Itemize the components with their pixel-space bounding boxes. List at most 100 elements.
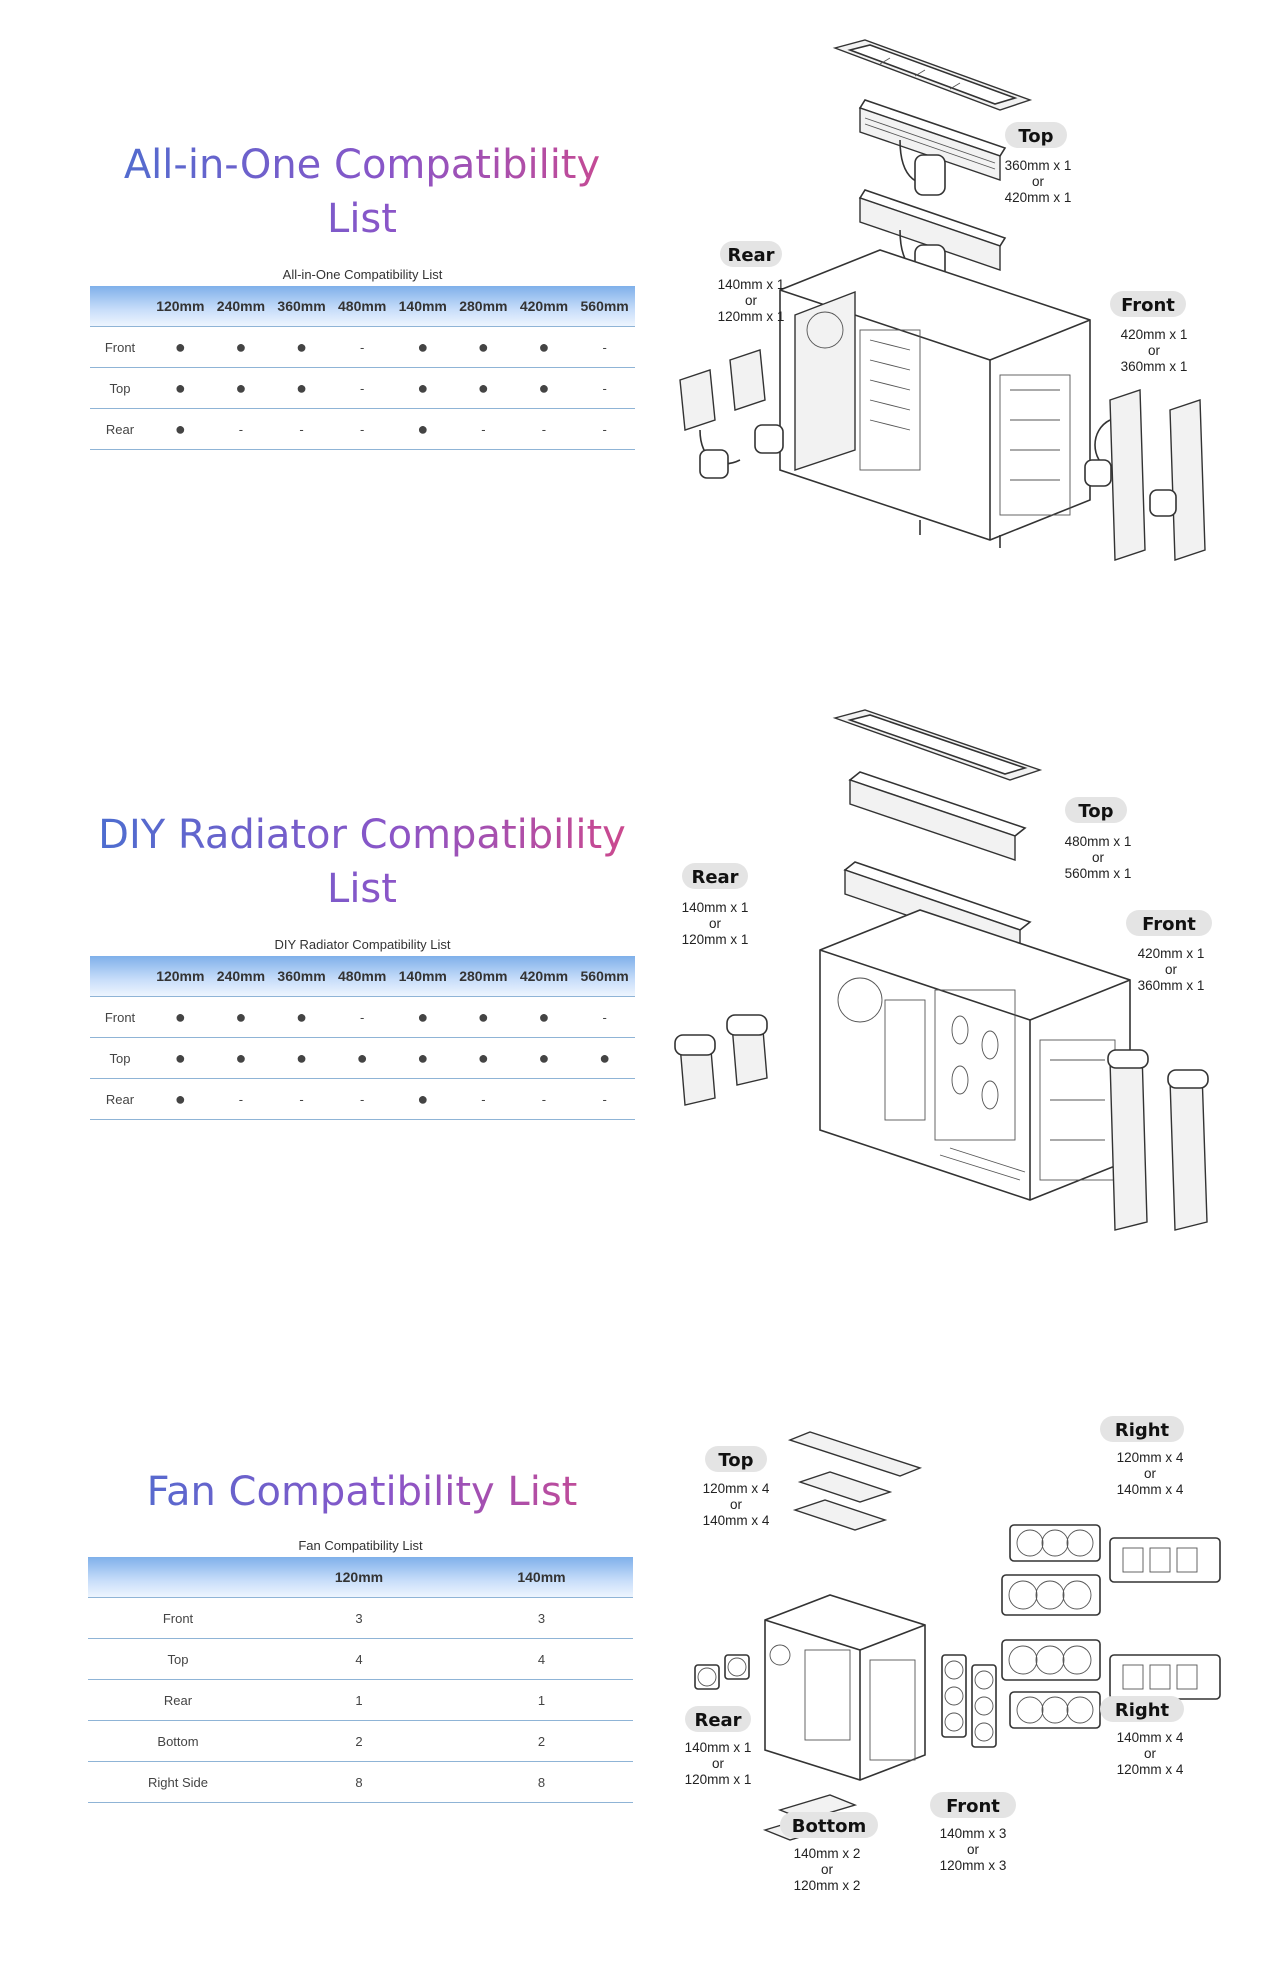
top-bracket-illustration bbox=[832, 39, 1033, 111]
rear-spec-line: 140mm x 1 bbox=[682, 900, 749, 915]
table-cell: - bbox=[331, 326, 393, 368]
rear-label-text: Rear bbox=[727, 245, 774, 266]
table-cell: - bbox=[210, 408, 272, 450]
table-cell: ● bbox=[210, 1037, 272, 1079]
table-cell: 2 bbox=[268, 1720, 450, 1762]
table-cell: 3 bbox=[450, 1597, 633, 1639]
table-row: Bottom 2 2 bbox=[88, 1720, 633, 1762]
diy-diagram-labels: Top 480mm x 1 or 560mm x 1 Rear 140mm x … bbox=[682, 797, 1212, 993]
row-label: Bottom bbox=[88, 1720, 268, 1762]
fan-col-header bbox=[88, 1557, 268, 1598]
top-spec-line: 420mm x 1 bbox=[1005, 190, 1072, 205]
top-spec-line: 360mm x 1 bbox=[1005, 158, 1072, 173]
table-cell: ● bbox=[453, 1037, 514, 1079]
fan-col-header: 140mm bbox=[450, 1557, 633, 1598]
table-cell: ● bbox=[392, 996, 454, 1038]
table-cell: - bbox=[271, 408, 332, 450]
top-bracket-illustration bbox=[832, 709, 1043, 781]
front-label: Front 420mm x 1 or 360mm x 1 bbox=[1110, 291, 1187, 374]
table-cell: - bbox=[210, 1078, 272, 1120]
table-cell: - bbox=[331, 996, 393, 1038]
front-spec-line: 360mm x 1 bbox=[1138, 978, 1205, 993]
diy-table-caption: DIY Radiator Compatibility List bbox=[274, 937, 451, 952]
table-cell: 4 bbox=[450, 1638, 633, 1680]
table-cell: ● bbox=[392, 408, 454, 450]
top-label-text: Top bbox=[1078, 801, 1113, 822]
fan-case-diagram bbox=[694, 1431, 1221, 1841]
front-fan-illustration bbox=[941, 1654, 997, 1748]
table-cell: ● bbox=[150, 996, 211, 1038]
aio-section: All-in-One Compatibility List All-in-One… bbox=[0, 0, 1275, 600]
table-cell: - bbox=[331, 408, 393, 450]
rear-fan-illustration bbox=[694, 1654, 750, 1690]
row-label: Top bbox=[88, 1638, 268, 1680]
rear-spec-line: 120mm x 1 bbox=[685, 1772, 752, 1787]
front-radiator-illustration bbox=[1107, 1049, 1209, 1231]
table-cell: - bbox=[513, 408, 575, 450]
row-label: Front bbox=[90, 996, 151, 1038]
bottom-spec-line: 120mm x 2 bbox=[794, 1878, 861, 1893]
right-fan-panels-illustration bbox=[1001, 1524, 1221, 1729]
aio-title-line1: All-in-One Compatibility bbox=[123, 142, 601, 188]
table-cell: ● bbox=[392, 367, 454, 409]
diy-section: DIY Radiator Compatibility List DIY Radi… bbox=[0, 670, 1275, 1290]
table-cell: ● bbox=[150, 1078, 211, 1120]
front-spec-line: or bbox=[1165, 962, 1178, 977]
top-label-text: Top bbox=[1018, 126, 1053, 147]
diy-col-header: 240mm bbox=[210, 956, 272, 997]
table-cell: ● bbox=[453, 996, 514, 1038]
rear-label: Rear 140mm x 1 or 120mm x 1 bbox=[682, 863, 749, 947]
right-bottom-label: Right 140mm x 4 or 120mm x 4 bbox=[1100, 1696, 1184, 1777]
aio-col-header bbox=[90, 286, 151, 327]
top-spec-line: or bbox=[730, 1497, 743, 1512]
table-cell: ● bbox=[513, 1037, 575, 1079]
aio-col-header: 420mm bbox=[513, 286, 575, 327]
table-cell: - bbox=[331, 1078, 393, 1120]
row-label: Front bbox=[90, 326, 151, 368]
table-cell: ● bbox=[271, 326, 332, 368]
table-cell: ● bbox=[210, 996, 272, 1038]
top-spec-line: 120mm x 4 bbox=[703, 1481, 770, 1496]
rear-radiator-illustration bbox=[679, 349, 784, 479]
table-cell: - bbox=[513, 1078, 575, 1120]
fan-section: Fan Compatibility List Fan Compatibility… bbox=[0, 1390, 1275, 1973]
table-cell: ● bbox=[271, 367, 332, 409]
table-cell: ● bbox=[271, 996, 332, 1038]
top-spec-line: 560mm x 1 bbox=[1065, 866, 1132, 881]
table-row: Top ● ● ● - ● ● ● - bbox=[90, 367, 635, 409]
table-cell: ● bbox=[453, 326, 514, 368]
top-label: Top 480mm x 1 or 560mm x 1 bbox=[1065, 797, 1132, 881]
front-spec-line: 360mm x 1 bbox=[1121, 359, 1188, 374]
diy-col-header: 140mm bbox=[392, 956, 454, 997]
row-label: Top bbox=[90, 1037, 151, 1079]
rear-spec-line: or bbox=[745, 293, 758, 308]
diy-col-header: 280mm bbox=[453, 956, 514, 997]
table-cell: 4 bbox=[268, 1638, 450, 1680]
top-label-text: Top bbox=[718, 1450, 753, 1471]
chassis-illustration bbox=[819, 909, 1131, 1201]
table-cell: ● bbox=[150, 326, 211, 368]
table-row: Top ● ● ● ● ● ● ● ● bbox=[90, 1037, 635, 1079]
table-row: Rear ● - - - ● - - - bbox=[90, 408, 635, 450]
aio-col-header: 280mm bbox=[453, 286, 514, 327]
table-cell: ● bbox=[574, 1037, 635, 1079]
row-label: Front bbox=[88, 1597, 268, 1639]
table-cell: ● bbox=[150, 1037, 211, 1079]
rear-spec-line: 140mm x 1 bbox=[718, 277, 785, 292]
top-spec-line: 480mm x 1 bbox=[1065, 834, 1132, 849]
table-cell: - bbox=[453, 1078, 514, 1120]
table-cell: - bbox=[574, 408, 635, 450]
aio-col-header: 560mm bbox=[574, 286, 635, 327]
front-spec-line: 120mm x 3 bbox=[940, 1858, 1007, 1873]
rear-label-text: Rear bbox=[691, 867, 738, 888]
right-label-text: Right bbox=[1115, 1420, 1170, 1441]
table-row: Top 4 4 bbox=[88, 1638, 633, 1680]
diy-col-header: 360mm bbox=[271, 956, 332, 997]
rear-radiator-illustration bbox=[674, 1014, 768, 1106]
table-cell: ● bbox=[453, 367, 514, 409]
front-label-text: Front bbox=[1121, 295, 1175, 316]
right-top-label: Right 120mm x 4 or 140mm x 4 bbox=[1100, 1416, 1184, 1497]
table-row: Rear ● - - - ● - - - bbox=[90, 1078, 635, 1120]
table-cell: ● bbox=[271, 1037, 332, 1079]
diy-col-header: 420mm bbox=[513, 956, 575, 997]
